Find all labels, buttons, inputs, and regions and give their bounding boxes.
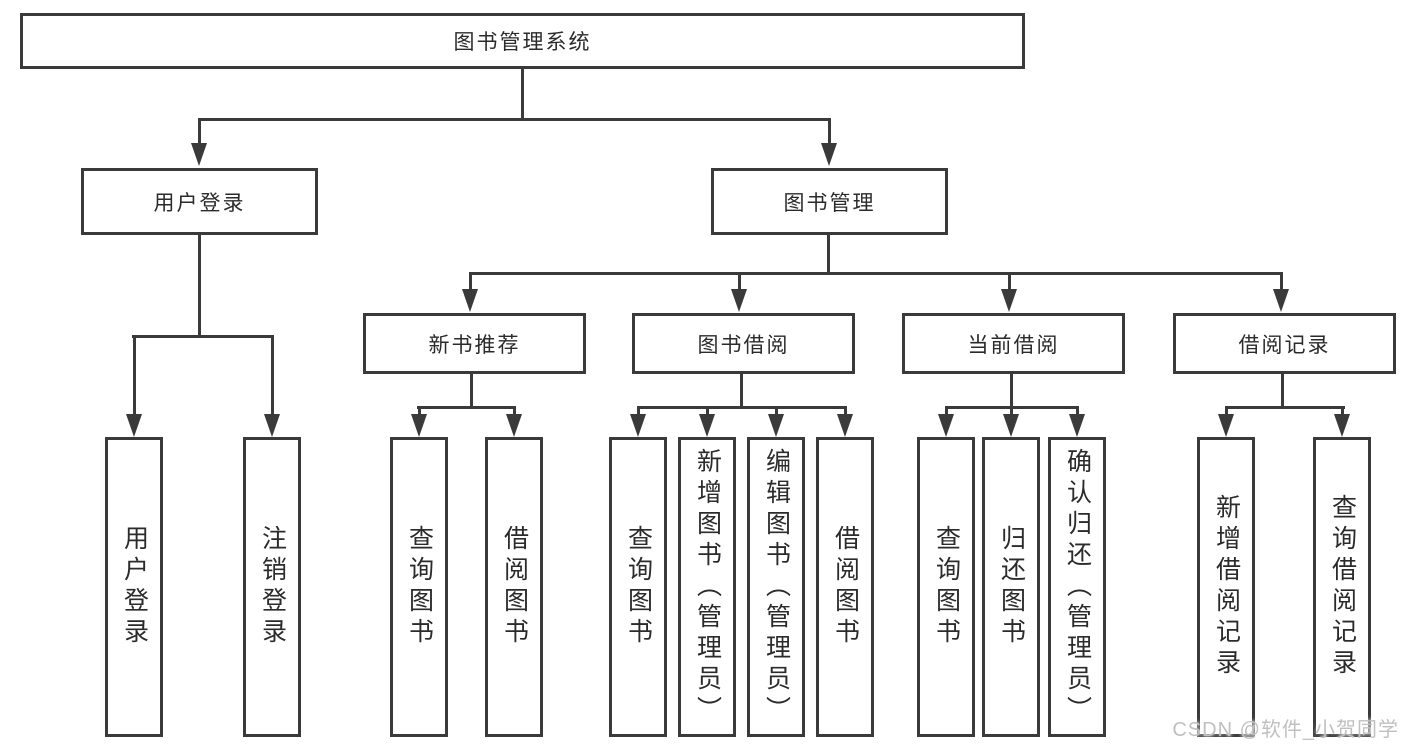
arrow-down-icon xyxy=(1334,414,1350,437)
node-current-borrow: 当前借阅 xyxy=(902,313,1125,374)
connector-newbook-stem xyxy=(513,406,516,416)
connector-current-stem xyxy=(1010,406,1013,416)
connector-userlogin-hline xyxy=(132,335,274,338)
connector-records-stem xyxy=(1225,406,1228,416)
arrow-down-icon xyxy=(1003,414,1019,437)
leaf-records-add: 新增借阅记录 xyxy=(1197,437,1255,737)
connector-newbook-stem xyxy=(418,406,421,416)
connector-bookmgmt-stem xyxy=(469,272,472,292)
arrow-down-icon xyxy=(630,414,646,437)
connector-userlogin-vline xyxy=(198,235,201,337)
leaf-current-query-books: 查询图书 xyxy=(917,437,975,737)
connector-root-right-stem xyxy=(828,118,831,145)
connector-borrow-stem xyxy=(844,406,847,416)
connector-root-hline xyxy=(198,118,831,121)
connector-newbook-vline xyxy=(470,374,473,408)
connector-records-stem xyxy=(1341,406,1344,416)
connector-bookmgmt-stem xyxy=(1280,272,1283,292)
connector-records-hline xyxy=(1225,406,1345,409)
connector-current-vline xyxy=(1010,374,1013,408)
arrow-down-icon xyxy=(126,414,142,437)
arrow-down-icon xyxy=(731,289,747,312)
connector-bookmgmt-stem xyxy=(1008,272,1011,292)
arrow-down-icon xyxy=(264,414,280,437)
connector-borrow-hline xyxy=(637,406,847,409)
connector-bookmgmt-hline xyxy=(469,272,1283,275)
leaf-borrow-query-books: 查询图书 xyxy=(609,437,667,737)
arrow-down-icon xyxy=(506,414,522,437)
connector-borrow-stem xyxy=(637,406,640,416)
leaf-logout: 注销登录 xyxy=(243,437,301,737)
arrow-down-icon xyxy=(1069,414,1085,437)
connector-userlogin-stem xyxy=(271,335,274,415)
connector-userlogin-stem xyxy=(133,335,136,415)
arrow-down-icon xyxy=(462,289,478,312)
arrow-down-icon xyxy=(699,414,715,437)
arrow-down-icon xyxy=(1218,414,1234,437)
node-book-management: 图书管理 xyxy=(711,168,948,235)
arrow-down-icon xyxy=(411,414,427,437)
connector-root-vline xyxy=(521,69,524,119)
leaf-borrow-add-books-admin: 新增图书（管理员） xyxy=(678,437,736,737)
connector-current-stem xyxy=(945,406,948,416)
connector-root-left-stem xyxy=(198,118,201,145)
arrow-down-icon xyxy=(1001,289,1017,312)
arrow-down-icon xyxy=(821,143,837,166)
connector-records-vline xyxy=(1281,374,1284,408)
node-new-book-recommend: 新书推荐 xyxy=(363,313,586,374)
node-book-borrow: 图书借阅 xyxy=(632,313,855,374)
connector-current-stem xyxy=(1076,406,1079,416)
node-borrow-records: 借阅记录 xyxy=(1173,313,1396,374)
arrow-down-icon xyxy=(768,414,784,437)
leaf-rec-borrow-books: 借阅图书 xyxy=(485,437,543,737)
arrow-down-icon xyxy=(938,414,954,437)
arrow-down-icon xyxy=(1273,289,1289,312)
connector-newbook-hline xyxy=(417,406,516,409)
node-user-login: 用户登录 xyxy=(81,168,318,235)
arrow-down-icon xyxy=(191,143,207,166)
csdn-watermark: CSDN @软件_小贺同学 xyxy=(1172,719,1399,741)
leaf-records-query: 查询借阅记录 xyxy=(1313,437,1371,737)
leaf-borrow-borrow-books: 借阅图书 xyxy=(816,437,874,737)
leaf-user-login: 用户登录 xyxy=(105,437,163,737)
arrow-down-icon xyxy=(837,414,853,437)
connector-bookmgmt-stem xyxy=(738,272,741,292)
connector-borrow-stem xyxy=(775,406,778,416)
leaf-rec-query-books: 查询图书 xyxy=(390,437,448,737)
leaf-borrow-edit-books-admin: 编辑图书（管理员） xyxy=(747,437,805,737)
connector-borrow-vline xyxy=(740,374,743,408)
leaf-current-return-books: 归还图书 xyxy=(982,437,1040,737)
connector-bookmgmt-vline xyxy=(827,235,830,274)
node-root: 图书管理系统 xyxy=(20,13,1025,69)
connector-borrow-stem xyxy=(706,406,709,416)
leaf-current-confirm-return-admin: 确认归还（管理员） xyxy=(1048,437,1106,737)
